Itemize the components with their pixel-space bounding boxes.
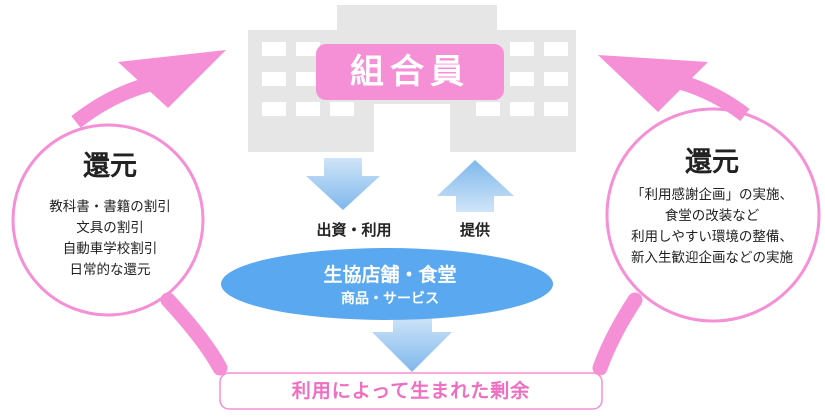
- left-line-1: 教科書・書籍の割引: [49, 199, 171, 215]
- up-arrow-provide: [437, 160, 514, 212]
- left-line-2: 文具の割引: [76, 220, 144, 236]
- right-return-circle: [605, 107, 821, 323]
- surplus-box: [219, 372, 603, 410]
- right-return-arrow: [592, 55, 750, 376]
- left-line-3: 自動車学校割引: [62, 241, 158, 257]
- right-line-1: 「利用感謝企画」の実施、: [631, 187, 793, 203]
- right-line-3: 利用しやすい環境の整備、: [631, 229, 793, 245]
- right-circle-title: 還元: [685, 147, 739, 178]
- down-arrow-use: [306, 158, 380, 210]
- store-ellipse: [221, 248, 553, 320]
- left-return-arrow: [71, 50, 228, 376]
- store-name: 生協店舗・食堂: [323, 264, 457, 286]
- right-line-2: 食堂の改装など: [664, 208, 760, 224]
- surplus-label: 利用によって生まれた剰余: [291, 380, 531, 402]
- member-banner: [316, 44, 504, 100]
- down-arrow-surplus: [372, 316, 452, 372]
- left-circle-lines: 教科書・書籍の割引 文具の割引 自動車学校割引 日常的な還元: [30, 197, 190, 281]
- member-label: 組合員: [350, 52, 470, 92]
- store-subtitle: 商品・サービス: [341, 291, 439, 307]
- provide-arrow-label: 提供: [459, 221, 490, 239]
- use-arrow-label: 出資・利用: [316, 221, 392, 239]
- left-line-4: 日常的な還元: [69, 262, 151, 278]
- right-circle-lines: 「利用感謝企画」の実施、 食堂の改装など 利用しやすい環境の整備、 新入生歓迎企…: [612, 185, 812, 269]
- left-circle-title: 還元: [83, 151, 137, 182]
- left-return-circle: [11, 123, 205, 317]
- right-line-4: 新入生歓迎企画などの実施: [631, 250, 793, 266]
